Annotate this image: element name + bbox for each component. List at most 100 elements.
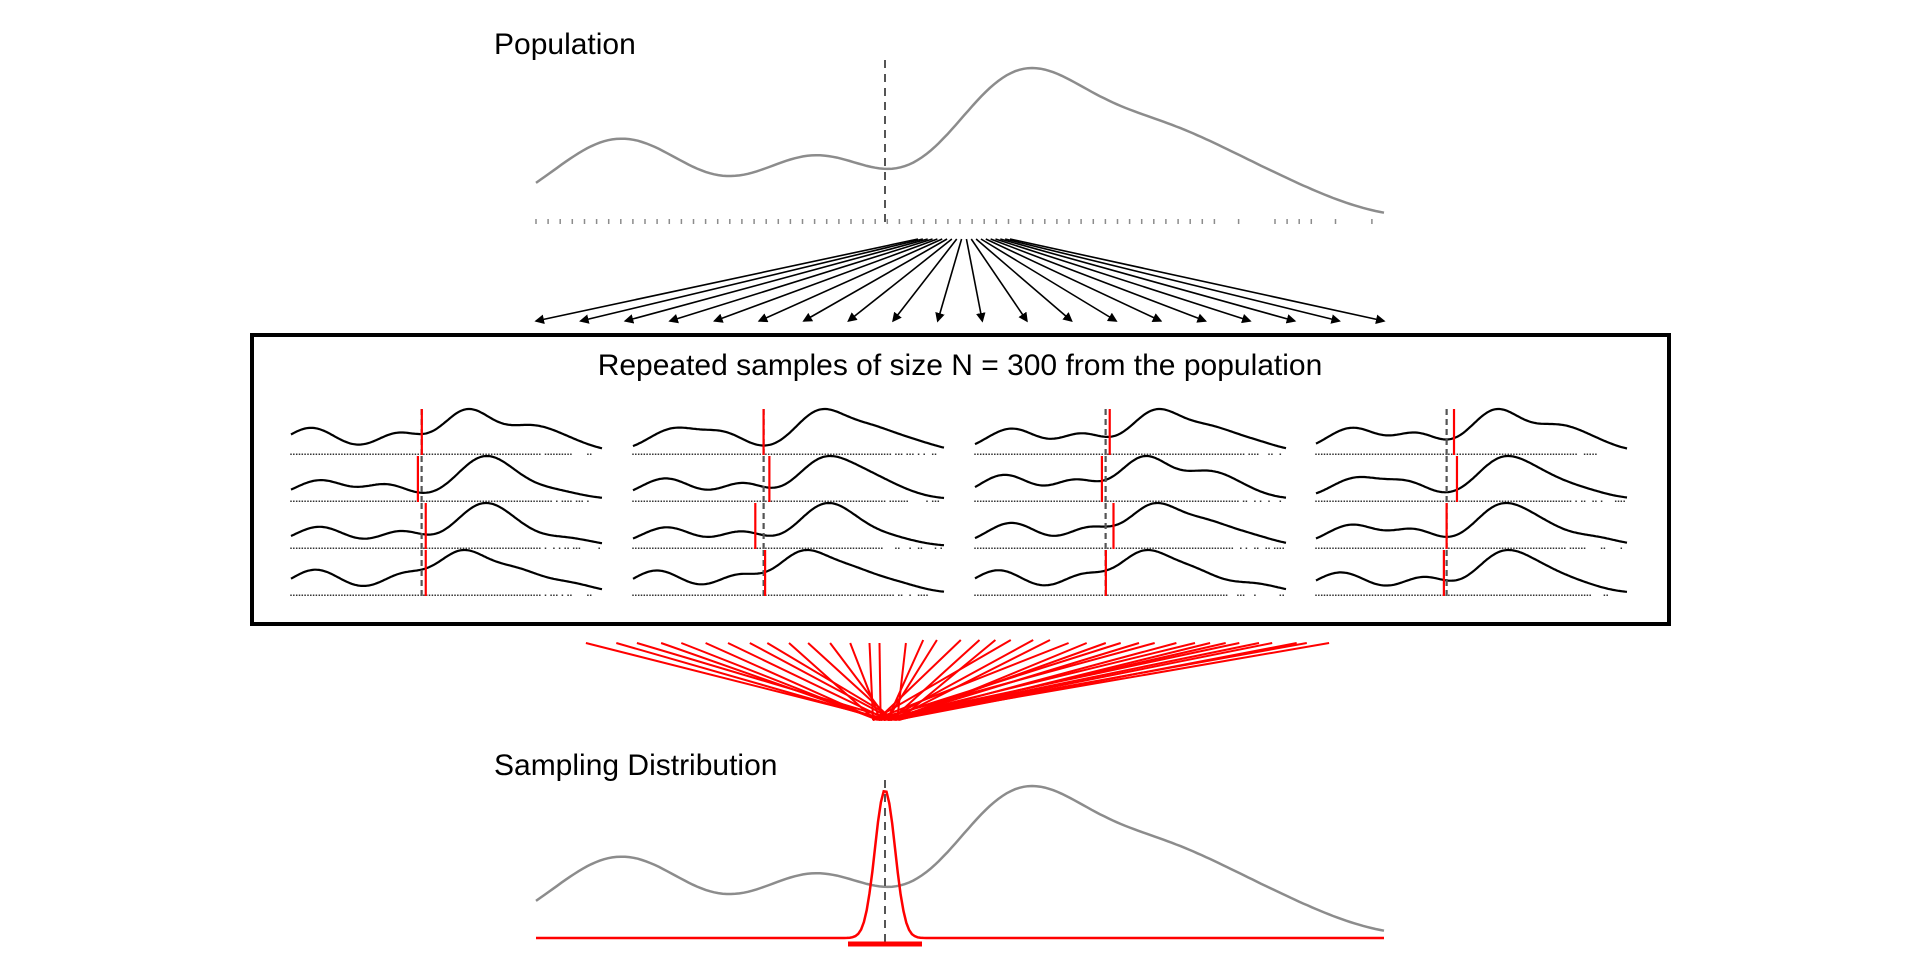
sample-arrow xyxy=(935,238,963,323)
sample-arrow xyxy=(579,238,924,324)
sample-plot xyxy=(1315,454,1628,502)
sample-rug xyxy=(290,500,589,502)
samples-title: Repeated samples of size N = 300 from th… xyxy=(598,349,1323,382)
sample-rug xyxy=(290,547,600,549)
sample-rug xyxy=(974,453,1282,455)
sample-rug xyxy=(1315,500,1625,502)
sample-plots-grid xyxy=(290,407,1628,596)
sample-density-curve xyxy=(632,407,945,449)
sample-arrow xyxy=(1009,238,1386,324)
sample-density-curve xyxy=(974,407,1287,450)
sample-arrow xyxy=(713,238,938,323)
sample-plot xyxy=(632,548,945,596)
sample-arrow xyxy=(534,238,919,325)
population-density-curve xyxy=(535,66,1385,214)
sample-mean-projection-line xyxy=(872,642,1155,721)
sample-mean-projection-line xyxy=(872,639,1012,721)
sample-mean-projection-line xyxy=(897,639,997,721)
sample-arrow xyxy=(668,238,933,324)
sample-mean-projection-line xyxy=(705,642,878,721)
sample-arrow xyxy=(970,238,1028,323)
sample-density-curve xyxy=(974,454,1287,499)
sampling-title: Sampling Distribution xyxy=(494,749,777,782)
sample-arrow xyxy=(990,238,1207,323)
sample-rug xyxy=(974,594,1284,596)
population-plot xyxy=(535,60,1385,224)
sample-mean-projection-line xyxy=(829,642,890,721)
sample-mean-projection-line xyxy=(886,639,925,721)
sample-plot xyxy=(974,548,1287,596)
sample-mean-projection-line xyxy=(616,642,886,721)
sampling-distribution-plot xyxy=(535,780,1385,947)
sample-arrow xyxy=(1004,238,1341,324)
sample-rug xyxy=(974,547,1284,549)
sample-rug xyxy=(1315,453,1597,455)
sample-density-curve xyxy=(632,548,945,593)
sample-arrow xyxy=(757,238,943,323)
sample-arrow xyxy=(623,238,928,324)
sample-mean-projection-line xyxy=(883,642,1330,721)
sample-arrow xyxy=(980,238,1118,322)
sample-density-curve xyxy=(290,548,603,591)
sample-density-curve xyxy=(1315,407,1628,450)
sample-arrow xyxy=(802,238,948,322)
sample-density-curve xyxy=(1315,548,1628,593)
sample-density-curve xyxy=(290,501,603,545)
sample-rug xyxy=(974,500,1282,502)
sample-plot xyxy=(1315,548,1628,596)
sample-mean-projection-line xyxy=(878,642,882,721)
population-title: Population xyxy=(494,28,636,61)
sample-rug xyxy=(632,500,940,502)
sample-plot xyxy=(1315,407,1628,455)
sample-density-curve xyxy=(632,454,945,500)
sample-density-curve xyxy=(290,407,603,450)
sample-mean-projection-line xyxy=(880,642,1196,721)
sample-mean-projection-line xyxy=(749,642,895,721)
sample-mean-projection-line xyxy=(880,642,1307,721)
sample-rug xyxy=(632,547,942,549)
sample-plot xyxy=(1315,501,1628,549)
sample-density-curve xyxy=(1315,501,1628,544)
sample-arrow xyxy=(847,238,953,322)
sample-density-curve xyxy=(290,454,603,499)
sample-mean-lines xyxy=(585,639,1330,721)
sample-plot xyxy=(290,501,603,549)
sample-mean-projection-line xyxy=(636,642,896,721)
sample-mean-projection-line xyxy=(878,642,1240,721)
sample-density-curve xyxy=(632,501,945,547)
sample-mean-projection-line xyxy=(885,639,1034,721)
sample-plot xyxy=(632,501,945,549)
sampling-arrows xyxy=(534,238,1386,325)
sample-arrow xyxy=(995,238,1252,324)
sample-mean-projection-line xyxy=(788,642,877,721)
population-rug xyxy=(535,219,1373,224)
sample-density-curve xyxy=(974,501,1287,544)
sample-arrow xyxy=(892,238,958,323)
population-density-curve xyxy=(535,784,1385,932)
sample-rug xyxy=(290,453,592,455)
sample-arrow xyxy=(1000,238,1297,324)
samples-box xyxy=(250,333,1671,626)
sample-arrow xyxy=(965,238,986,323)
sample-plot xyxy=(290,548,603,596)
sample-plot xyxy=(974,454,1287,502)
sample-rug xyxy=(632,453,937,455)
sample-mean-projection-line xyxy=(680,642,879,721)
sample-mean-projection-line xyxy=(872,642,1069,721)
sample-mean-projection-line xyxy=(896,642,907,721)
sample-rug xyxy=(290,594,592,596)
sample-plot xyxy=(974,501,1287,549)
sample-rug xyxy=(632,594,928,596)
sample-plot xyxy=(290,407,603,455)
sample-rug xyxy=(1315,594,1608,596)
sample-plot xyxy=(290,454,603,502)
sample-arrow xyxy=(975,238,1073,323)
sample-density-curve xyxy=(974,548,1287,591)
sample-plot xyxy=(974,407,1287,455)
sample-plot xyxy=(632,454,945,502)
sampling-distribution-curve xyxy=(536,789,1384,940)
sample-mean-projection-line xyxy=(876,639,962,721)
sample-arrow xyxy=(985,238,1163,322)
sample-mean-projection-line xyxy=(868,642,875,721)
